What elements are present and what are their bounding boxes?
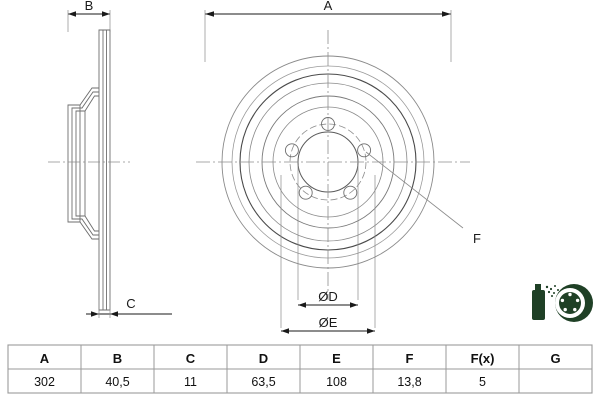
dimension-e: ØE	[281, 315, 375, 334]
table-header-row: A B C D E F F(x) G	[40, 351, 561, 366]
spray-can-nozzle	[535, 284, 541, 291]
table-value-cell: 63,5	[251, 375, 275, 389]
table-header-cell: G	[550, 351, 560, 366]
coated-disc-icon	[532, 284, 593, 322]
dimension-c: C	[86, 296, 172, 318]
disc-hat-profile	[67, 87, 99, 240]
table-value-row: 302 40,5 11 63,5 108 13,8 5	[34, 375, 486, 389]
table-column-dividers	[80, 345, 520, 393]
table-header-cell: F(x)	[471, 351, 495, 366]
bolt-hole	[357, 143, 372, 158]
dimension-d: ØD	[298, 289, 358, 308]
front-view-extension-lines	[280, 165, 376, 328]
bolt-circle-dashed	[289, 123, 367, 201]
dimension-b-label: B	[85, 0, 94, 13]
bolt-holes-group	[284, 117, 372, 200]
bolt-hole	[343, 185, 358, 200]
dimension-d-label: ØD	[318, 289, 338, 304]
table-header-cell: C	[186, 351, 196, 366]
table-header-cell: E	[332, 351, 341, 366]
table-value-cell: 40,5	[105, 375, 129, 389]
front-view-centerlines	[196, 30, 470, 300]
dimension-f-label: F	[473, 231, 481, 246]
table-value-cell: 108	[326, 375, 347, 389]
front-view-group: A	[196, 0, 481, 334]
icon-disc-bolt-holes	[560, 292, 580, 312]
bolt-hole	[284, 143, 299, 158]
dimension-e-label: ØE	[319, 315, 338, 330]
table-value-cell: 11	[184, 375, 197, 389]
spray-can-body	[532, 290, 545, 320]
table-value-cell: 5	[479, 375, 486, 389]
side-view-group: B	[48, 0, 172, 318]
disc-section-outline	[98, 29, 111, 311]
table-header-cell: D	[259, 351, 268, 366]
table-header-cell: F	[406, 351, 414, 366]
bolt-hole	[298, 185, 313, 200]
leader-line-f: F	[365, 151, 481, 246]
table-value-cell: 302	[34, 375, 55, 389]
table-header-cell: B	[113, 351, 122, 366]
spec-table: A B C D E F F(x) G 302 40,5 11 63,5 108 …	[7, 344, 593, 394]
dimension-a-label: A	[324, 0, 333, 13]
icon-disc-center-bore	[565, 298, 575, 308]
table-value-cell: 13,8	[397, 375, 421, 389]
dimension-c-label: C	[126, 296, 135, 311]
table-header-cell: A	[40, 351, 50, 366]
dimension-b: B	[67, 0, 111, 32]
dimension-a: A	[204, 0, 452, 62]
